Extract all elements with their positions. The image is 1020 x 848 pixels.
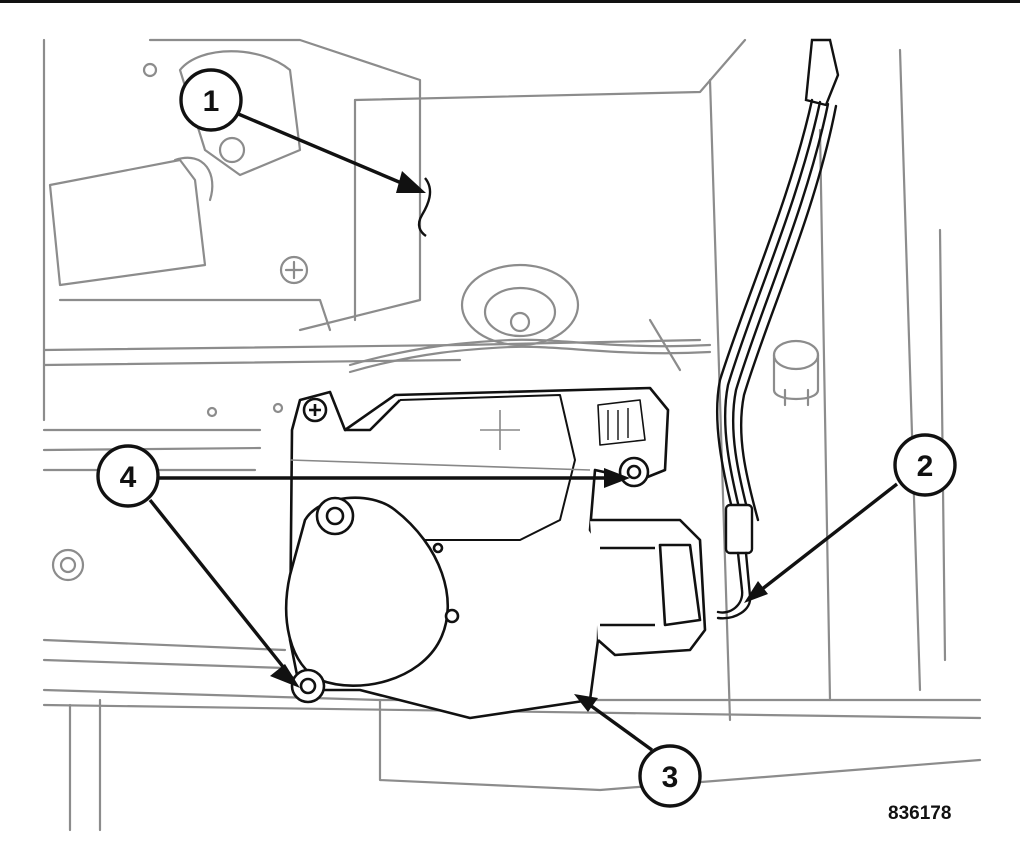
callout-1: 1 bbox=[179, 68, 243, 132]
top-border-rule bbox=[0, 0, 1020, 3]
callout-3: 3 bbox=[638, 744, 702, 808]
callout-4: 4 bbox=[96, 444, 160, 508]
figure-number: 836178 bbox=[888, 803, 952, 824]
callout-4-circle bbox=[96, 444, 160, 508]
callout-1-circle bbox=[179, 68, 243, 132]
wiring-harness bbox=[715, 38, 840, 620]
callout-2-circle bbox=[893, 433, 957, 497]
callout-3-circle bbox=[638, 744, 702, 808]
callout-2-label: 2 bbox=[917, 450, 934, 483]
callout-1-label: 1 bbox=[203, 85, 220, 118]
callout-2: 2 bbox=[893, 433, 957, 497]
callout-4-label: 4 bbox=[120, 461, 137, 494]
leader-lines bbox=[148, 111, 899, 752]
callout-3-label: 3 bbox=[662, 761, 679, 794]
arrowheads bbox=[270, 171, 768, 712]
actuator-housing bbox=[284, 386, 707, 720]
